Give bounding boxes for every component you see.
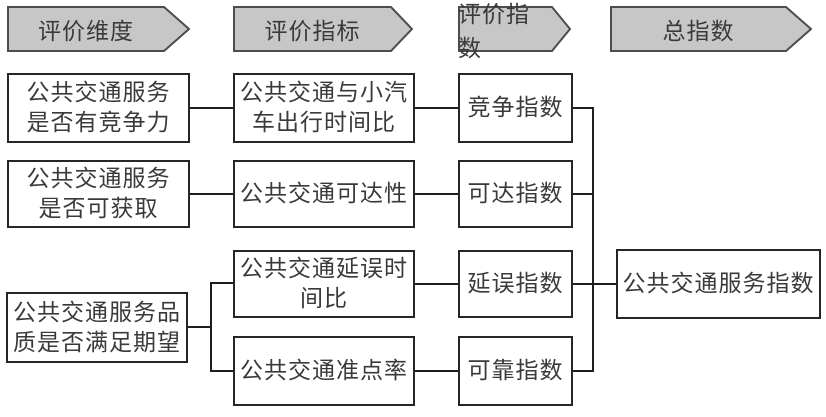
- box-label: 可靠指数: [467, 357, 564, 384]
- box-indicator-time-ratio: 公共交通与小汽 车出行时间比: [233, 73, 415, 143]
- header-arrow-index: 评价指数: [458, 1, 571, 61]
- connector-quality-bracket: [210, 282, 212, 372]
- connector-accessibility-index-to-spine: [573, 193, 594, 195]
- header-label-indicator: 评价指标: [264, 18, 361, 44]
- box-index-competition: 竞争指数: [458, 73, 573, 143]
- box-label: 可达指数: [467, 180, 564, 207]
- box-dimension-competitive: 公共交通服务 是否有竞争力: [7, 73, 190, 143]
- connector-delay-ratio-to-delay-index: [415, 283, 458, 285]
- box-label: 公共交通服务指数: [622, 270, 815, 297]
- header-arrow-total: 总指数: [610, 6, 812, 52]
- connector-accessibility-to-accessibility-index: [415, 193, 458, 195]
- header-arrow-dimension: 评价维度: [7, 6, 190, 52]
- box-indicator-punctuality: 公共交通准点率: [233, 336, 415, 406]
- connector-competitive-to-time-ratio: [190, 107, 233, 109]
- connector-available-to-accessibility: [190, 193, 233, 195]
- box-label: 公共交通与小汽 车出行时间比: [240, 79, 408, 135]
- header-label-index: 评价指数: [458, 1, 530, 61]
- header-label-dimension: 评价维度: [38, 18, 134, 44]
- box-index-delay: 延误指数: [458, 250, 573, 318]
- connector-reliability-index-to-spine: [573, 370, 594, 372]
- arrow-right-shape-icon: [610, 6, 812, 52]
- box-label: 公共交通服务 是否有竞争力: [26, 79, 171, 135]
- arrow-right-shape-icon: [7, 6, 190, 52]
- box-total-index: 公共交通服务指数: [616, 249, 821, 319]
- connector-quality-to-punctuality: [210, 370, 233, 372]
- connector-punctuality-to-reliability-index: [415, 370, 458, 372]
- box-index-reliability: 可靠指数: [458, 336, 573, 406]
- box-indicator-accessibility: 公共交通可达性: [233, 160, 415, 228]
- box-dimension-available: 公共交通服务 是否可获取: [7, 160, 190, 228]
- box-indicator-delay-ratio: 公共交通延误时 间比: [233, 250, 415, 318]
- box-label: 竞争指数: [467, 94, 564, 121]
- header-label-total: 总指数: [662, 18, 735, 44]
- box-label: 公共交通可达性: [240, 180, 408, 207]
- connector-quality-stem: [188, 326, 212, 328]
- box-dimension-quality: 公共交通服务品 质是否满足期望: [6, 292, 188, 363]
- connector-delay-index-to-total: [573, 283, 616, 285]
- connector-competition-to-spine: [573, 107, 594, 109]
- box-label: 公共交通延误时 间比: [240, 255, 408, 311]
- arrow-right-shape-icon: [458, 6, 571, 52]
- connector-time-ratio-to-competition: [415, 107, 458, 109]
- box-label: 公共交通准点率: [240, 357, 408, 384]
- arrow-right-shape-icon: [233, 6, 413, 52]
- box-label: 延误指数: [467, 270, 564, 297]
- box-label: 公共交通服务品 质是否满足期望: [13, 298, 181, 355]
- box-index-accessibility: 可达指数: [458, 160, 573, 228]
- connector-collector-spine: [592, 107, 594, 372]
- header-arrow-indicator: 评价指标: [233, 6, 413, 52]
- box-label: 公共交通服务 是否可获取: [26, 165, 171, 221]
- connector-quality-to-delay-ratio: [210, 282, 233, 284]
